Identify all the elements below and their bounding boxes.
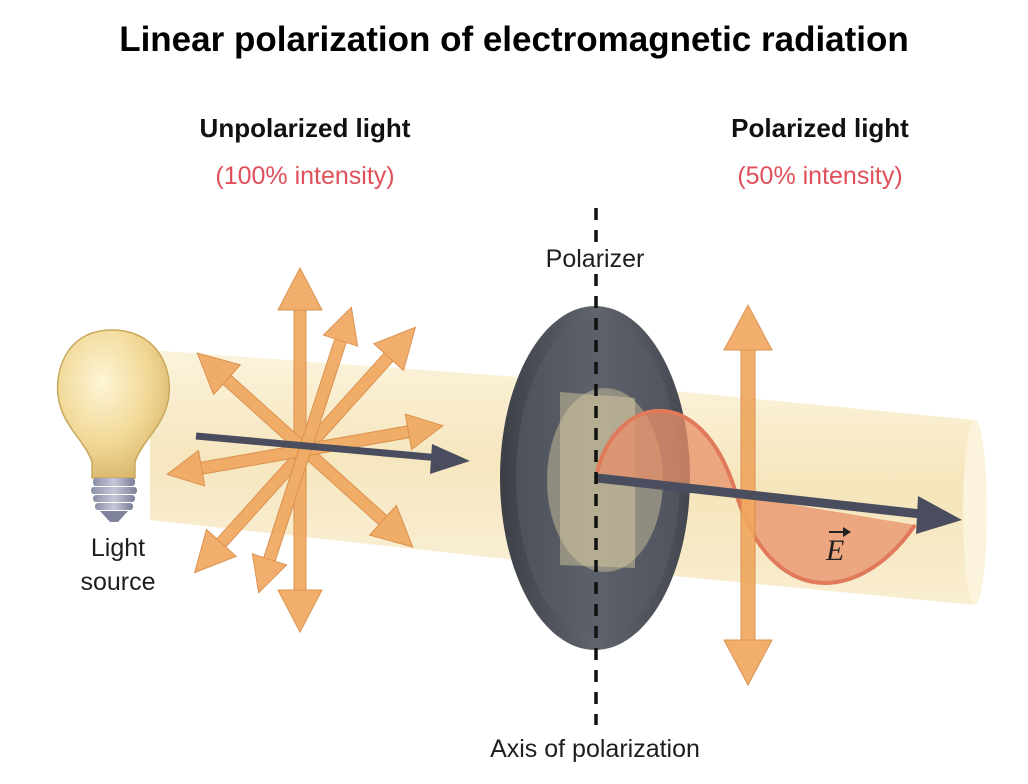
electric-field-symbol: E <box>826 534 845 567</box>
axis-of-polarization-label: Axis of polarization <box>490 735 700 763</box>
light-source-label-line2: source <box>80 568 156 596</box>
unpolarized-heading: Unpolarized light <box>199 113 411 143</box>
polarizer-label: Polarizer <box>520 245 670 274</box>
polarized-heading: Polarized light <box>731 113 909 143</box>
light-source-label-line1: Light <box>90 534 146 562</box>
unpolarized-intensity: (100% intensity) <box>215 162 395 190</box>
unpolarized-field-arrows <box>166 266 444 634</box>
propagation-arrow-icon <box>195 432 470 474</box>
vector-arrow-icon <box>829 527 851 537</box>
polarized-intensity: (50% intensity) <box>737 162 903 190</box>
page-title: Linear polarization of electromagnetic r… <box>119 20 909 59</box>
propagation-arrow-right-icon <box>596 473 962 534</box>
light-bulb-icon <box>56 329 171 522</box>
electric-field-vector-label: E <box>824 526 854 567</box>
